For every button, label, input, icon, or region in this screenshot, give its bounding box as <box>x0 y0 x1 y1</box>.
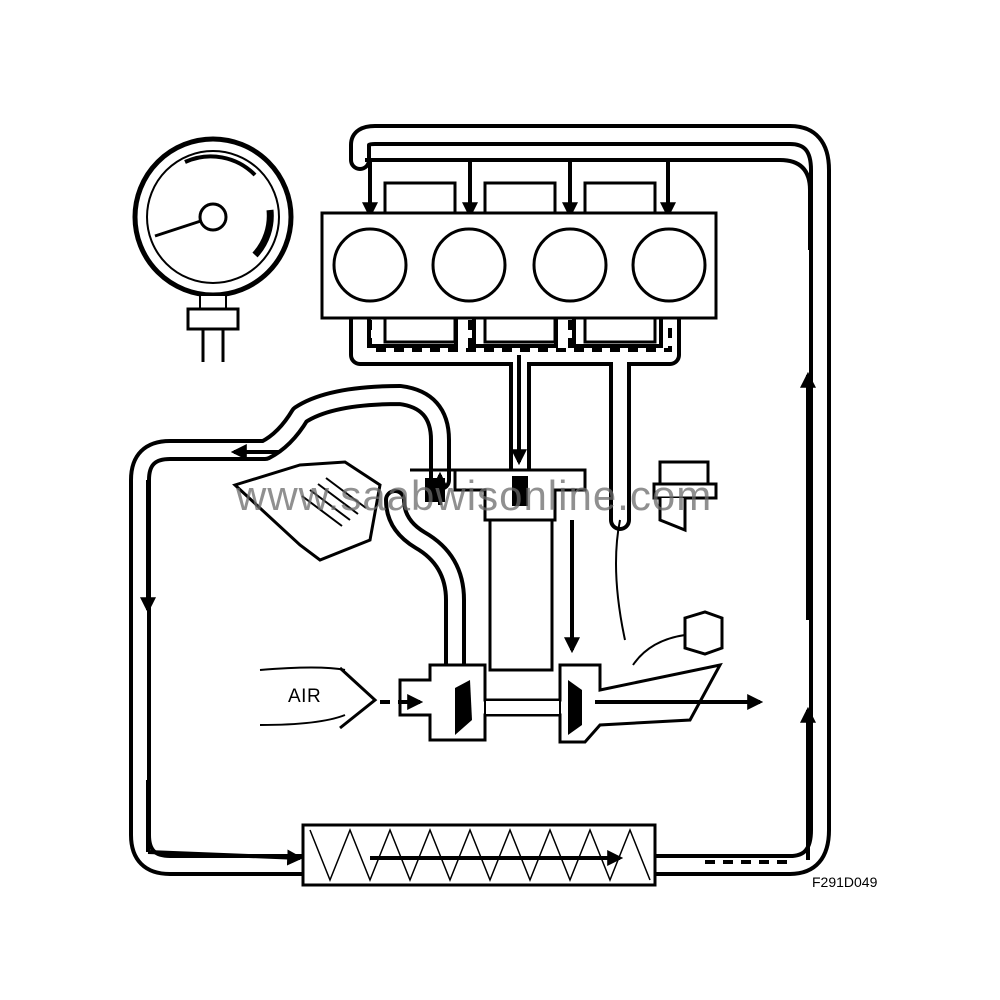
outer-boost-pipe <box>349 124 831 876</box>
compressor-outlet-pipe <box>384 489 466 686</box>
figure-code: F291D049 <box>812 874 878 890</box>
left-boost-pipe <box>129 384 451 876</box>
cylinder-2 <box>431 227 507 303</box>
air-inlet <box>259 666 378 730</box>
cylinder-4 <box>631 227 707 303</box>
air-label: AIR <box>288 686 322 707</box>
watermark: www.saabwisonline.com <box>236 472 713 519</box>
boost-flow-arrows <box>140 371 816 866</box>
cylinder-3 <box>532 227 608 303</box>
engine-block <box>320 211 718 320</box>
intake-flow-arrows <box>362 158 812 250</box>
exhaust-flow-lines <box>368 320 672 654</box>
wastegate-actuator <box>632 610 724 666</box>
inner-frame <box>488 518 554 672</box>
intercooler <box>301 823 657 887</box>
boost-control-solenoid <box>615 460 718 641</box>
cylinder-1 <box>332 227 408 303</box>
pressure-gauge <box>132 136 294 362</box>
throttle-body <box>410 468 587 522</box>
turbocharger <box>380 662 764 744</box>
exhaust-manifold <box>349 309 681 531</box>
bypass-valve <box>230 444 382 562</box>
